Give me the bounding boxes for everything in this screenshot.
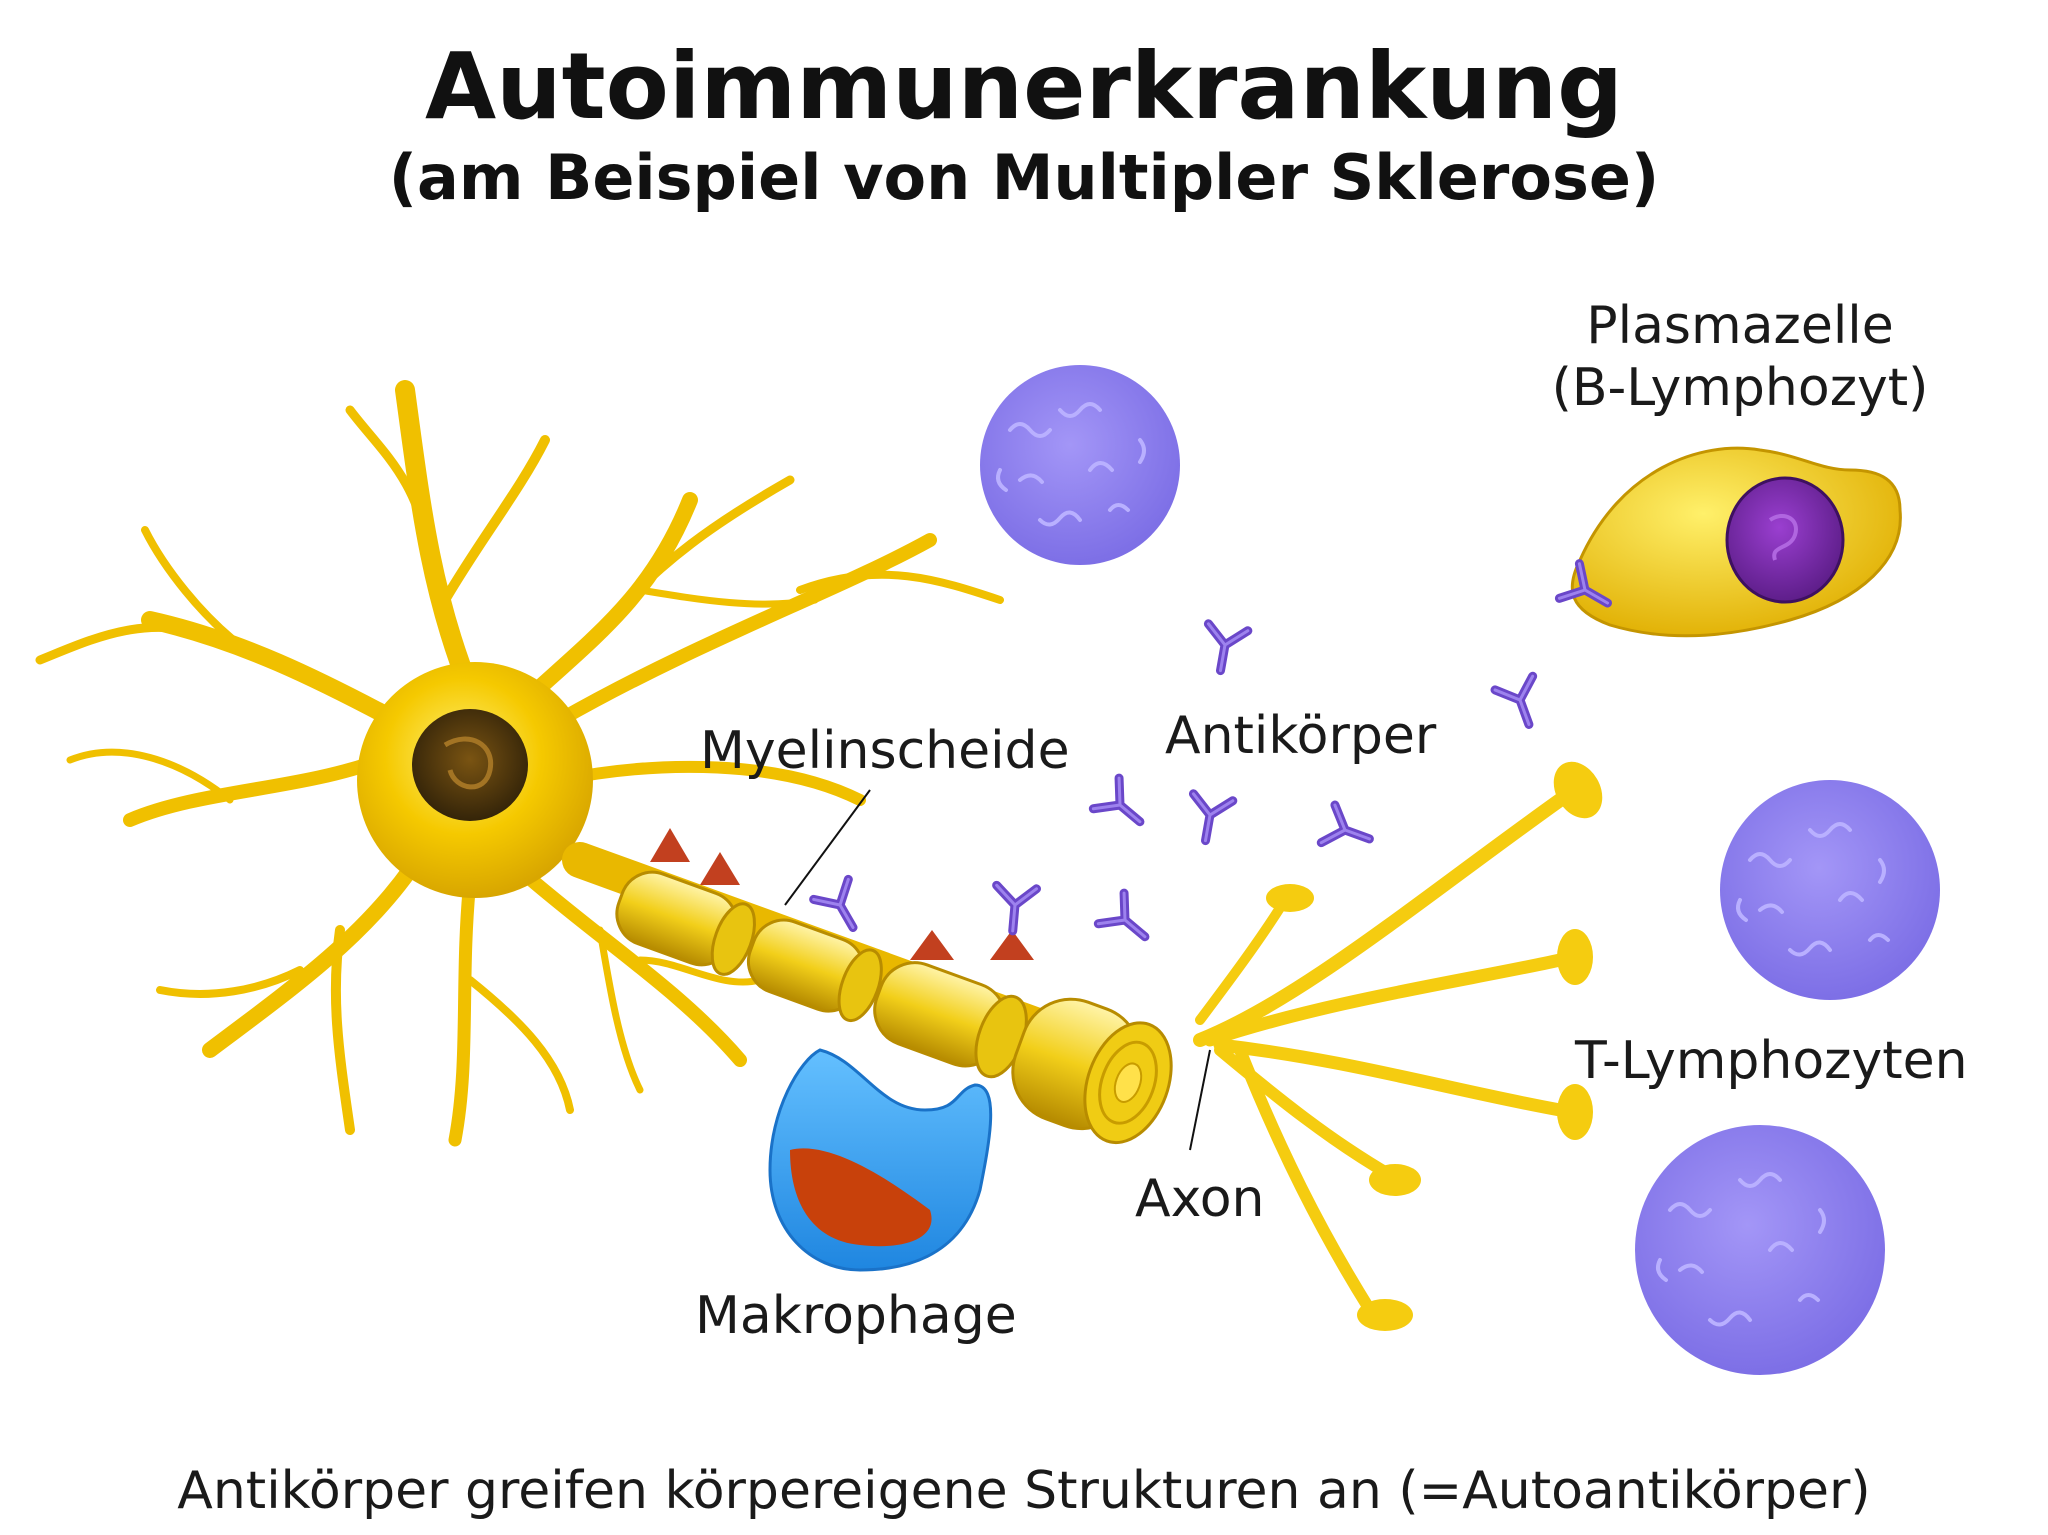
plasma-cell <box>1570 446 1902 638</box>
macrophage <box>768 1048 993 1272</box>
antibody-icon <box>1098 893 1157 952</box>
neuron <box>35 380 1004 1147</box>
antibody-icon <box>1495 676 1548 731</box>
dendrites <box>35 380 1004 1147</box>
antibody-icon <box>1201 624 1248 674</box>
antibody-icon <box>1321 805 1376 858</box>
label-antikoerper: Antikörper <box>1165 706 1437 766</box>
t-lymphocyte-bottom <box>1635 1125 1885 1375</box>
attack-markers <box>650 828 1034 960</box>
synaptic-knobs <box>1266 761 1603 1331</box>
label-myelinscheide: Myelinscheide <box>700 721 1070 781</box>
label-makrophage: Makrophage <box>695 1286 1017 1346</box>
antibody-icon <box>1186 794 1233 844</box>
caption: Antikörper greifen körpereigene Struktur… <box>177 1461 1871 1521</box>
myelin-sheath <box>615 828 1173 1145</box>
axon-terminals <box>1193 793 1567 1316</box>
label-plasmazelle-line2: (B-Lymphozyt) <box>1551 358 1929 418</box>
leader-lines <box>784 789 1211 1151</box>
neuron-nucleus <box>412 709 528 821</box>
t-lymphocyte-top <box>980 365 1180 565</box>
t-lymphocyte-right <box>1720 780 1940 1000</box>
page-title: Autoimmunerkrankung <box>424 33 1624 140</box>
label-plasmazelle: Plasmazelle (B-Lymphozyt) <box>1490 295 1990 419</box>
label-axon: Axon <box>1135 1169 1265 1229</box>
label-t-lymphozyten: T-Lymphozyten <box>1575 1031 1968 1091</box>
label-plasmazelle-line1: Plasmazelle <box>1586 296 1894 356</box>
antibody-icon <box>993 885 1037 932</box>
page-subtitle: (am Beispiel von Multipler Sklerose) <box>388 141 1660 214</box>
antibody-icon <box>1093 778 1152 837</box>
